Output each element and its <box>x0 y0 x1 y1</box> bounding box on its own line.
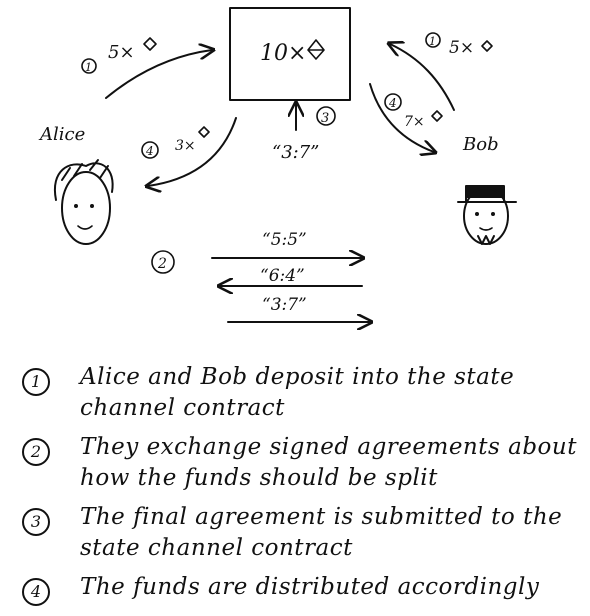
deposit-amount: 5× <box>108 42 135 63</box>
agreement-3: “3:7” <box>262 295 307 315</box>
payout-amount: 7× <box>404 114 425 130</box>
contract-amount: 10× <box>260 41 306 66</box>
deposit-amount: 5× <box>449 38 474 58</box>
bob-beard <box>477 235 495 245</box>
alice-payout: 4 3× <box>141 117 237 186</box>
alice-figure: Alice <box>38 124 114 245</box>
alice-deposit: 1 5× <box>81 37 212 99</box>
step-marker: 3 <box>321 111 329 126</box>
step-text: The funds are distributed accordingly <box>80 574 540 600</box>
final-agreement-label: “3:7” <box>272 142 319 163</box>
bob-figure: Bob <box>457 134 517 245</box>
agreement-1: “5:5” <box>262 230 307 250</box>
step-2: 2 They exchange signed agreements about … <box>18 432 588 494</box>
alice-label: Alice <box>38 124 85 145</box>
steps-list: 1 Alice and Bob deposit into the state c… <box>18 362 588 611</box>
ether-diamond-icon <box>481 40 493 52</box>
step-4: 4 The funds are distributed accordingly <box>18 572 588 606</box>
state-channel-diagram: 10× 1 5× 1 5× 3 “3:7” 4 3× 4 7× <box>38 7 517 360</box>
step-marker: 2 <box>157 256 167 272</box>
step-number: 1 <box>22 368 50 396</box>
ether-diamond-icon <box>198 126 210 138</box>
agreement-2: “6:4” <box>260 266 305 286</box>
bob-deposit: 1 5× <box>390 32 493 111</box>
step-text: Alice and Bob deposit into the state cha… <box>80 364 515 421</box>
step-marker: 1 <box>85 61 92 74</box>
step-marker: 1 <box>429 35 436 48</box>
ether-diamond-icon <box>307 39 325 60</box>
bob-payout: 4 7× <box>369 83 443 152</box>
step-3: 3 The final agreement is submitted to th… <box>18 502 588 564</box>
alice-hair <box>53 159 114 201</box>
contract-box: 10× <box>229 7 351 101</box>
step-1: 1 Alice and Bob deposit into the state c… <box>18 362 588 424</box>
step-marker: 4 <box>388 96 397 110</box>
step-marker: 4 <box>145 144 154 158</box>
ether-diamond-icon <box>143 37 157 51</box>
step-text: They exchange signed agreements about ho… <box>80 434 577 491</box>
ether-diamond-icon <box>431 110 443 122</box>
agreement-exchange: 2 “5:5” “6:4” “3:7” <box>151 230 370 322</box>
payout-amount: 3× <box>175 138 196 154</box>
bob-label: Bob <box>462 134 499 155</box>
step-number: 4 <box>22 578 50 606</box>
step-text: The final agreement is submitted to the … <box>80 504 563 561</box>
step-number: 3 <box>22 508 50 536</box>
step-number: 2 <box>22 438 50 466</box>
final-agreement-submit: 3 “3:7” <box>272 104 336 163</box>
